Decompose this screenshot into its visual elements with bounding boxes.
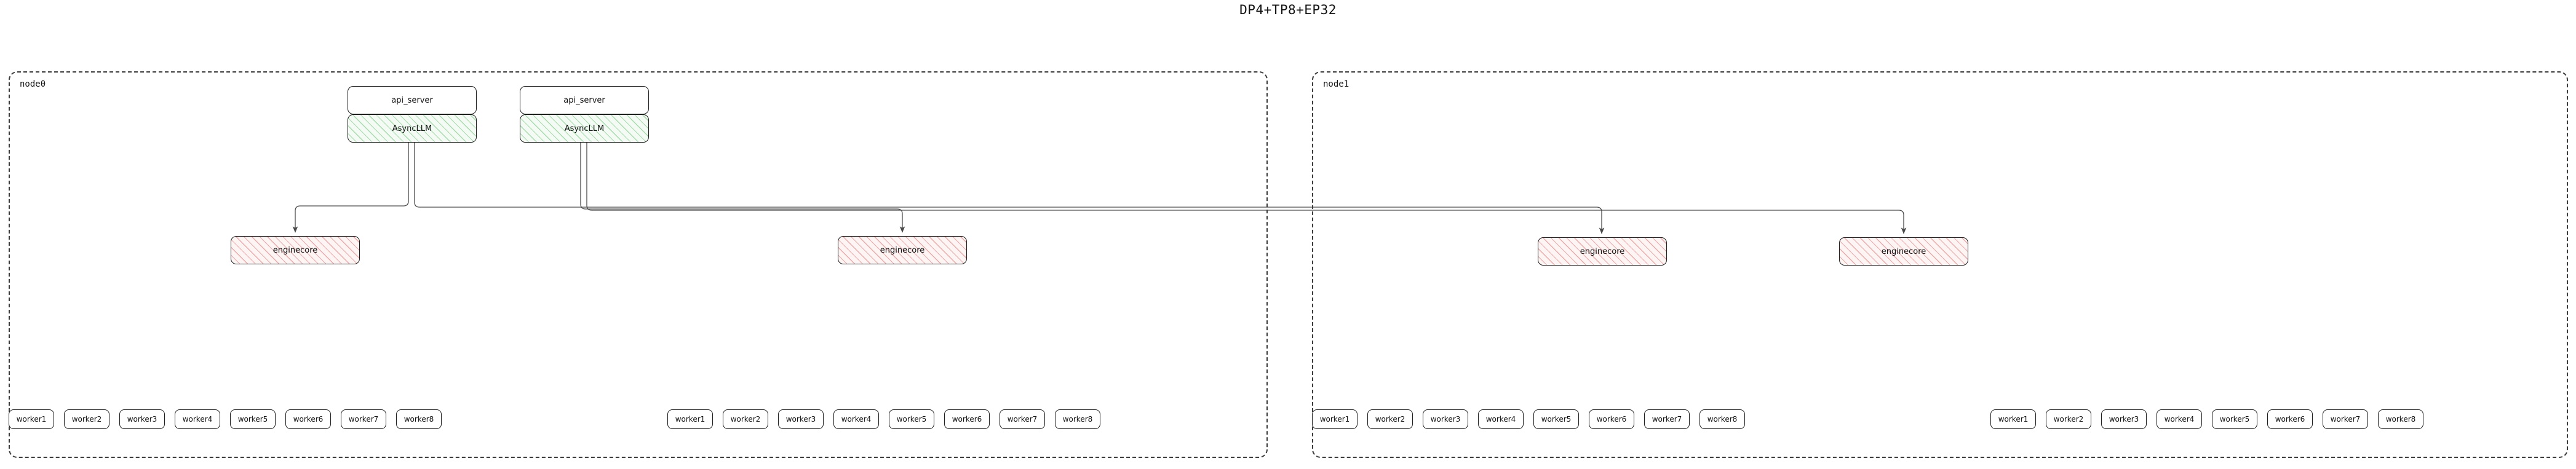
enginecore-box-node0-0-label: enginecore bbox=[272, 245, 318, 255]
worker-box-node1-g0-8-label: worker8 bbox=[1707, 415, 1738, 424]
worker-box-node1-g1-8[interactable]: worker8 bbox=[2378, 409, 2423, 429]
worker-box-node1-g0-6-label: worker6 bbox=[1596, 415, 1627, 424]
node-label-node0: node0 bbox=[20, 79, 46, 89]
worker-box-node0-g0-8-label: worker8 bbox=[403, 415, 434, 424]
worker-box-node1-g1-3-label: worker3 bbox=[2109, 415, 2139, 424]
worker-box-node0-g0-2[interactable]: worker2 bbox=[64, 409, 109, 429]
worker-box-node1-g0-1-label: worker1 bbox=[1319, 415, 1350, 424]
worker-box-node0-g1-5-label: worker5 bbox=[896, 415, 927, 424]
enginecore-box-node0-1[interactable]: enginecore bbox=[838, 236, 967, 264]
worker-box-node0-g0-7[interactable]: worker7 bbox=[341, 409, 386, 429]
worker-box-node1-g1-1[interactable]: worker1 bbox=[1990, 409, 2036, 429]
worker-box-node1-g0-4[interactable]: worker4 bbox=[1478, 409, 1524, 429]
worker-box-node1-g1-6-label: worker6 bbox=[2275, 415, 2305, 424]
worker-box-node1-g0-2[interactable]: worker2 bbox=[1367, 409, 1413, 429]
worker-box-node1-g0-7[interactable]: worker7 bbox=[1644, 409, 1690, 429]
api-server-box-node0-0-label: api_server bbox=[391, 95, 433, 105]
worker-box-node0-g0-6[interactable]: worker6 bbox=[285, 409, 331, 429]
asyncllm-box-node0-0[interactable]: AsyncLLM bbox=[348, 114, 477, 143]
enginecore-box-node1-1[interactable]: enginecore bbox=[1839, 237, 1968, 266]
enginecore-box-node1-0[interactable]: enginecore bbox=[1538, 237, 1667, 266]
worker-box-node0-g1-3[interactable]: worker3 bbox=[778, 409, 824, 429]
worker-box-node0-g1-7[interactable]: worker7 bbox=[1000, 409, 1045, 429]
worker-box-node1-g0-3[interactable]: worker3 bbox=[1423, 409, 1468, 429]
worker-box-node0-g1-7-label: worker7 bbox=[1007, 415, 1038, 424]
worker-box-node0-g0-4[interactable]: worker4 bbox=[175, 409, 220, 429]
enginecore-box-node0-0[interactable]: enginecore bbox=[231, 236, 360, 264]
worker-box-node1-g1-6[interactable]: worker6 bbox=[2267, 409, 2313, 429]
worker-box-node0-g0-2-label: worker2 bbox=[71, 415, 102, 424]
node-cluster-node1: node1 bbox=[1312, 71, 2568, 458]
worker-box-node0-g1-5[interactable]: worker5 bbox=[889, 409, 934, 429]
api-server-box-node0-0[interactable]: api_server bbox=[348, 86, 477, 114]
worker-box-node0-g0-5[interactable]: worker5 bbox=[230, 409, 276, 429]
api-server-box-node0-1[interactable]: api_server bbox=[520, 86, 649, 114]
worker-box-node0-g1-4[interactable]: worker4 bbox=[833, 409, 879, 429]
asyncllm-box-node0-1[interactable]: AsyncLLM bbox=[520, 114, 649, 143]
worker-box-node1-g1-7[interactable]: worker7 bbox=[2323, 409, 2368, 429]
worker-box-node1-g0-5[interactable]: worker5 bbox=[1533, 409, 1579, 429]
worker-box-node1-g1-7-label: worker7 bbox=[2330, 415, 2361, 424]
enginecore-box-node1-0-label: enginecore bbox=[1580, 246, 1625, 256]
worker-box-node0-g1-3-label: worker3 bbox=[785, 415, 816, 424]
worker-box-node0-g1-4-label: worker4 bbox=[841, 415, 872, 424]
worker-box-node1-g0-2-label: worker2 bbox=[1375, 415, 1405, 424]
worker-box-node0-g0-6-label: worker6 bbox=[293, 415, 324, 424]
worker-box-node0-g0-4-label: worker4 bbox=[182, 415, 213, 424]
worker-box-node1-g1-5[interactable]: worker5 bbox=[2212, 409, 2257, 429]
asyncllm-box-node0-1-label: AsyncLLM bbox=[564, 124, 605, 133]
worker-box-node1-g1-2[interactable]: worker2 bbox=[2046, 409, 2091, 429]
node-label-node1: node1 bbox=[1323, 79, 1350, 89]
worker-box-node1-g0-5-label: worker5 bbox=[1541, 415, 1572, 424]
worker-box-node1-g1-8-label: worker8 bbox=[2385, 415, 2416, 424]
worker-box-node1-g0-6[interactable]: worker6 bbox=[1589, 409, 1634, 429]
page-title: DP4+TP8+EP32 bbox=[1239, 2, 1337, 17]
worker-box-node0-g1-6-label: worker6 bbox=[952, 415, 982, 424]
worker-box-node1-g1-3[interactable]: worker3 bbox=[2101, 409, 2147, 429]
worker-box-node0-g1-1-label: worker1 bbox=[675, 415, 706, 424]
enginecore-box-node0-1-label: enginecore bbox=[880, 245, 925, 255]
worker-box-node0-g0-1[interactable]: worker1 bbox=[9, 409, 54, 429]
api-server-box-node0-1-label: api_server bbox=[563, 95, 605, 105]
worker-box-node1-g0-7-label: worker7 bbox=[1652, 415, 1682, 424]
worker-box-node1-g1-5-label: worker5 bbox=[2219, 415, 2250, 424]
worker-box-node0-g1-8-label: worker8 bbox=[1062, 415, 1093, 424]
worker-box-node0-g1-6[interactable]: worker6 bbox=[944, 409, 990, 429]
worker-box-node1-g0-4-label: worker4 bbox=[1485, 415, 1516, 424]
asyncllm-box-node0-0-label: AsyncLLM bbox=[392, 124, 432, 133]
worker-box-node0-g0-8[interactable]: worker8 bbox=[396, 409, 442, 429]
worker-box-node0-g1-1[interactable]: worker1 bbox=[667, 409, 713, 429]
enginecore-box-node1-1-label: enginecore bbox=[1881, 246, 1926, 256]
worker-box-node0-g0-1-label: worker1 bbox=[16, 415, 47, 424]
worker-box-node1-g1-4[interactable]: worker4 bbox=[2157, 409, 2202, 429]
worker-box-node0-g1-8[interactable]: worker8 bbox=[1055, 409, 1100, 429]
worker-box-node1-g0-1[interactable]: worker1 bbox=[1312, 409, 1358, 429]
worker-box-node0-g0-3[interactable]: worker3 bbox=[119, 409, 165, 429]
worker-box-node0-g0-5-label: worker5 bbox=[237, 415, 268, 424]
worker-box-node0-g0-3-label: worker3 bbox=[127, 415, 157, 424]
worker-box-node0-g0-7-label: worker7 bbox=[348, 415, 379, 424]
worker-box-node0-g1-2[interactable]: worker2 bbox=[723, 409, 768, 429]
node-cluster-node0: node0 bbox=[9, 71, 1268, 458]
worker-box-node1-g0-8[interactable]: worker8 bbox=[1699, 409, 1745, 429]
worker-box-node1-g0-3-label: worker3 bbox=[1430, 415, 1461, 424]
worker-box-node0-g1-2-label: worker2 bbox=[730, 415, 761, 424]
worker-box-node1-g1-2-label: worker2 bbox=[2053, 415, 2084, 424]
worker-box-node1-g1-4-label: worker4 bbox=[2164, 415, 2195, 424]
worker-box-node1-g1-1-label: worker1 bbox=[1998, 415, 2029, 424]
